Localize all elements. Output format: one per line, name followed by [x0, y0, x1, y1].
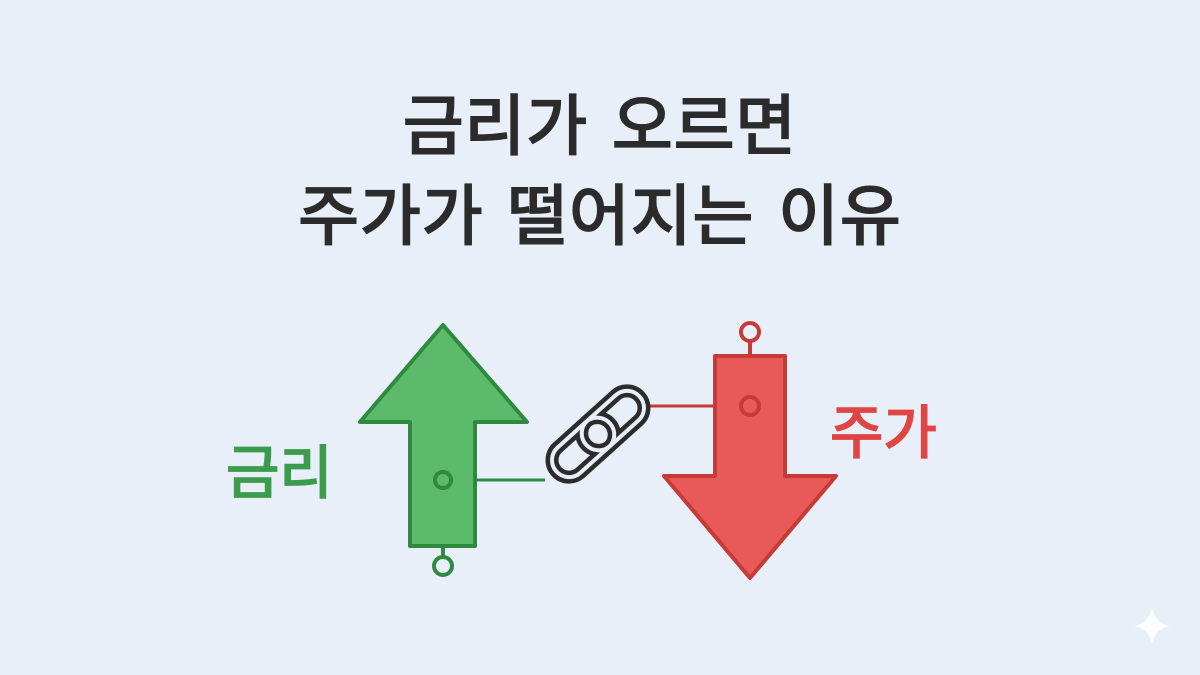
arrow-up-icon [358, 323, 529, 577]
chain-link-icon [545, 384, 651, 484]
interest-rate-label: 금리 [226, 439, 333, 507]
sparkle-icon [1134, 608, 1170, 644]
arrow-down-icon [662, 321, 838, 580]
page-title: 금리가 오르면 주가가 떨어지는 이유 [0, 82, 1200, 262]
title-line-2: 주가가 떨어지는 이유 [298, 178, 902, 255]
title-line-1: 금리가 오르면 [402, 88, 798, 165]
stock-price-label: 주가 [830, 399, 937, 467]
